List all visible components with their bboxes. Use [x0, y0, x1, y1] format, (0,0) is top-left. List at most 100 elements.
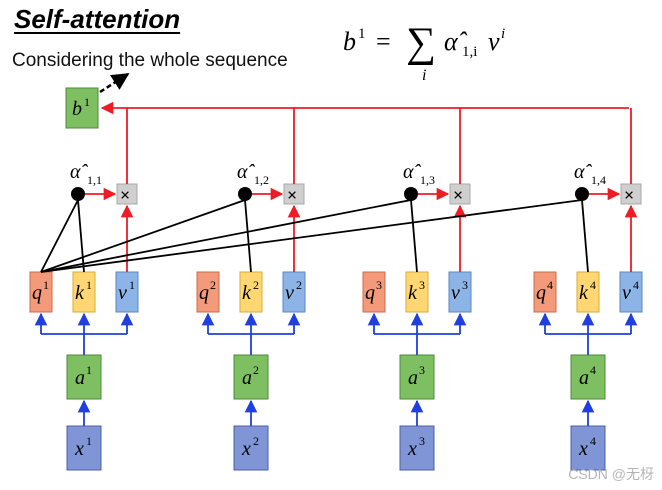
query1-to-score-line-1	[40, 199, 79, 273]
input-box-2-sup: 2	[253, 434, 259, 448]
key-box-3-letter: k	[408, 282, 418, 304]
alpha-sub-3: 1,3	[420, 173, 435, 187]
embedding-box-3-letter: a	[408, 367, 418, 389]
value-box-2-letter: v	[285, 282, 294, 304]
query-box-4-letter: q	[536, 282, 546, 304]
query-box-4-rect	[533, 271, 557, 313]
input-box-3-letter: x	[407, 438, 417, 460]
value-box-1-sup: 1	[129, 278, 135, 292]
value-box-2-sup: 2	[296, 278, 302, 292]
attention-lines	[40, 199, 589, 273]
multiply-node-3: ×	[449, 183, 471, 205]
alpha-base-1: α̂	[70, 161, 88, 183]
value-box-4-letter: v	[622, 282, 631, 304]
embedding-box-1-sup: 1	[86, 363, 92, 377]
input-box-2-letter: x	[241, 438, 251, 460]
alpha-base-3: α̂	[403, 161, 421, 183]
value-box-3-sup: 3	[462, 278, 468, 292]
alpha-sub-1: 1,1	[87, 173, 102, 187]
key-box-2-sup: 2	[253, 278, 259, 292]
key-to-score-line-4	[581, 199, 589, 273]
embedding-box-2-letter: a	[242, 367, 252, 389]
embedding-box-2-sup: 2	[253, 363, 259, 377]
input-box-4-letter: x	[578, 438, 588, 460]
formula-alpha-sub: 1,i	[462, 44, 477, 60]
key-box-4-letter: k	[579, 282, 589, 304]
input-box-1-letter: x	[74, 438, 84, 460]
attention-score-dot-1	[71, 187, 85, 201]
multiply-symbol-4: ×	[624, 185, 634, 205]
output-pointer-arrow	[99, 72, 130, 94]
key-box-4-sup: 4	[590, 278, 596, 292]
formula-sum: ∑	[406, 20, 436, 66]
input-box-1-rect	[66, 425, 102, 471]
embedding-box-3-sup: 3	[419, 363, 425, 377]
multiply-node-2: ×	[283, 183, 305, 205]
subtitle: Considering the whole sequence	[12, 50, 288, 71]
attention-score-dot-4	[575, 187, 589, 201]
attention-score-label-1: α̂1,1	[70, 161, 102, 187]
multiply-node-4: ×	[620, 183, 642, 205]
embedding-box-4-letter: a	[579, 367, 589, 389]
output-b1-base: b	[72, 98, 82, 120]
embedding-box-2-rect	[233, 354, 269, 400]
formula-equals: =	[376, 27, 391, 56]
query-box-3-sup: 3	[376, 278, 382, 292]
embedding-box-3-rect	[399, 354, 435, 400]
attention-score-label-4: α̂1,4	[574, 161, 606, 187]
value-box-3-letter: v	[451, 282, 460, 304]
key-box-3-sup: 3	[419, 278, 425, 292]
attention-score-dot-3	[404, 187, 418, 201]
alpha-sub-2: 1,2	[254, 173, 269, 187]
query-box-4-sup: 4	[547, 278, 553, 292]
value-box-4-sup: 4	[633, 278, 639, 292]
key-box-1-letter: k	[75, 282, 85, 304]
query-box-3-rect	[362, 271, 386, 313]
embedding-box-1-letter: a	[75, 367, 85, 389]
multiply-symbol-1: ×	[120, 185, 130, 205]
formula-lhs-sup: 1	[358, 26, 366, 42]
page-title: Self-attention	[14, 4, 181, 34]
formula: b 1 = ∑ i α̂ 1,i v i	[343, 20, 505, 84]
query-box-1-sup: 1	[43, 278, 49, 292]
query1-to-score-line-4	[40, 199, 583, 273]
key-to-score-line-1	[77, 199, 85, 273]
key-box-1-sup: 1	[86, 278, 92, 292]
output-b1-sup: 1	[84, 95, 90, 109]
multiply-symbol-2: ×	[287, 185, 297, 205]
multiply-node-1: ×	[116, 183, 138, 205]
query-box-2-rect	[196, 271, 220, 313]
formula-lhs-base: b	[343, 27, 356, 56]
alpha-base-4: α̂	[574, 161, 592, 183]
attention-score-dot-2	[238, 187, 252, 201]
input-box-3-rect	[399, 425, 435, 471]
embedding-box-4-sup: 4	[590, 363, 596, 377]
alpha-base-2: α̂	[237, 161, 255, 183]
multiply-symbol-3: ×	[453, 185, 463, 205]
key-to-score-line-2	[244, 199, 252, 273]
formula-sum-index: i	[422, 67, 426, 84]
input-box-4-sup: 4	[590, 434, 596, 448]
watermark: CSDN @无枒	[568, 466, 654, 482]
output-b1-box: b 1	[65, 87, 99, 129]
value-box-1-letter: v	[118, 282, 127, 304]
